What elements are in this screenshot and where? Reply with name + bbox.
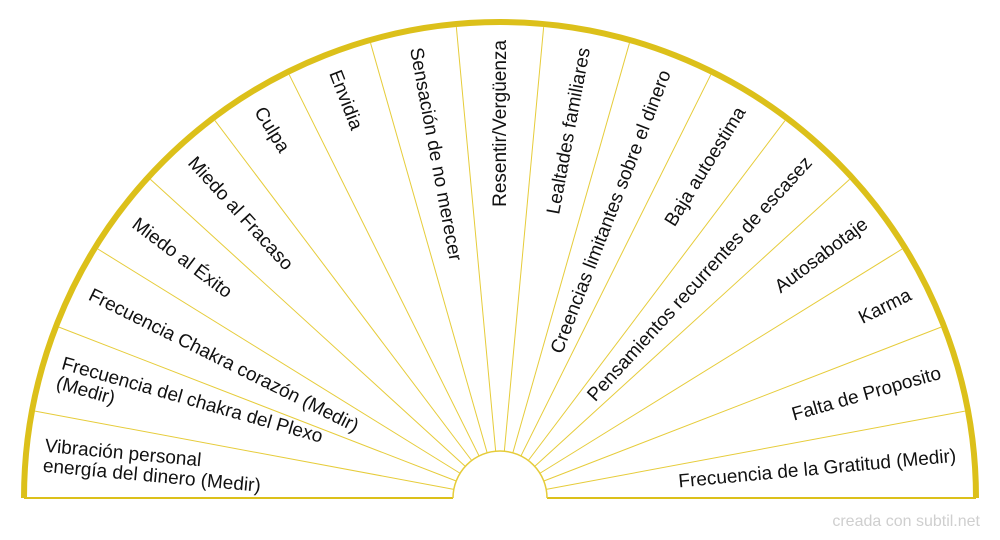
segment-divider (288, 74, 480, 457)
segment-label-line: Frecuencia de la Gratitud (Medir) (678, 446, 958, 493)
segment-label-line: Miedo al Fracaso (183, 153, 297, 275)
segment-label: Karma (855, 285, 915, 329)
segment-divider (370, 42, 488, 453)
segment-label: Envidia (324, 67, 366, 133)
segment-label: Resentir/Vergüenza (490, 40, 511, 207)
segment-label: Miedo al Éxito (128, 214, 236, 303)
segment-divider (58, 326, 457, 482)
segment-label: Miedo al Fracaso (183, 153, 297, 275)
segment-label: Vibración personalenergía del dinero (Me… (42, 436, 263, 497)
segment-label: Falta de Proposito (789, 363, 943, 425)
segment-label: Frecuencia de la Gratitud (Medir) (678, 446, 958, 493)
segment-labels: Vibración personalenergía del dinero (Me… (42, 40, 957, 497)
segment-label-line: Karma (855, 285, 915, 329)
segment-label-line: Baja autoestima (661, 103, 751, 230)
segment-divider (534, 178, 850, 467)
segment-divider (512, 42, 630, 453)
segment-divider (543, 326, 942, 482)
segment-label-line: Miedo al Éxito (128, 214, 236, 303)
center-hub (452, 450, 548, 499)
segment-divider (34, 410, 454, 490)
segment-label-line: Sensación de no merecer (405, 46, 466, 263)
segment-label-line: Resentir/Vergüenza (490, 40, 511, 207)
segment-divider (539, 248, 903, 474)
outer-rim (21, 19, 979, 499)
credit-text: creada con subtil.net (832, 513, 980, 530)
segment-divider (527, 120, 786, 461)
segment-divider (503, 26, 545, 452)
divider-lines (34, 26, 966, 490)
segment-divider (214, 120, 473, 461)
segment-label-line: Culpa (250, 103, 294, 157)
segment-label-line: Envidia (324, 67, 366, 133)
segment-divider (97, 248, 461, 474)
segment-label-line: Falta de Proposito (789, 363, 943, 425)
segment-label: Culpa (250, 103, 294, 157)
segment-divider (546, 410, 966, 490)
segment-divider (455, 26, 497, 452)
segment-label: Autosabotaje (771, 214, 872, 298)
segment-divider (520, 74, 712, 457)
segment-divider (150, 178, 466, 467)
segment-label: Baja autoestima (661, 103, 751, 230)
segment-label: Sensación de no merecer (405, 46, 466, 263)
segment-label-line: Autosabotaje (771, 214, 872, 298)
